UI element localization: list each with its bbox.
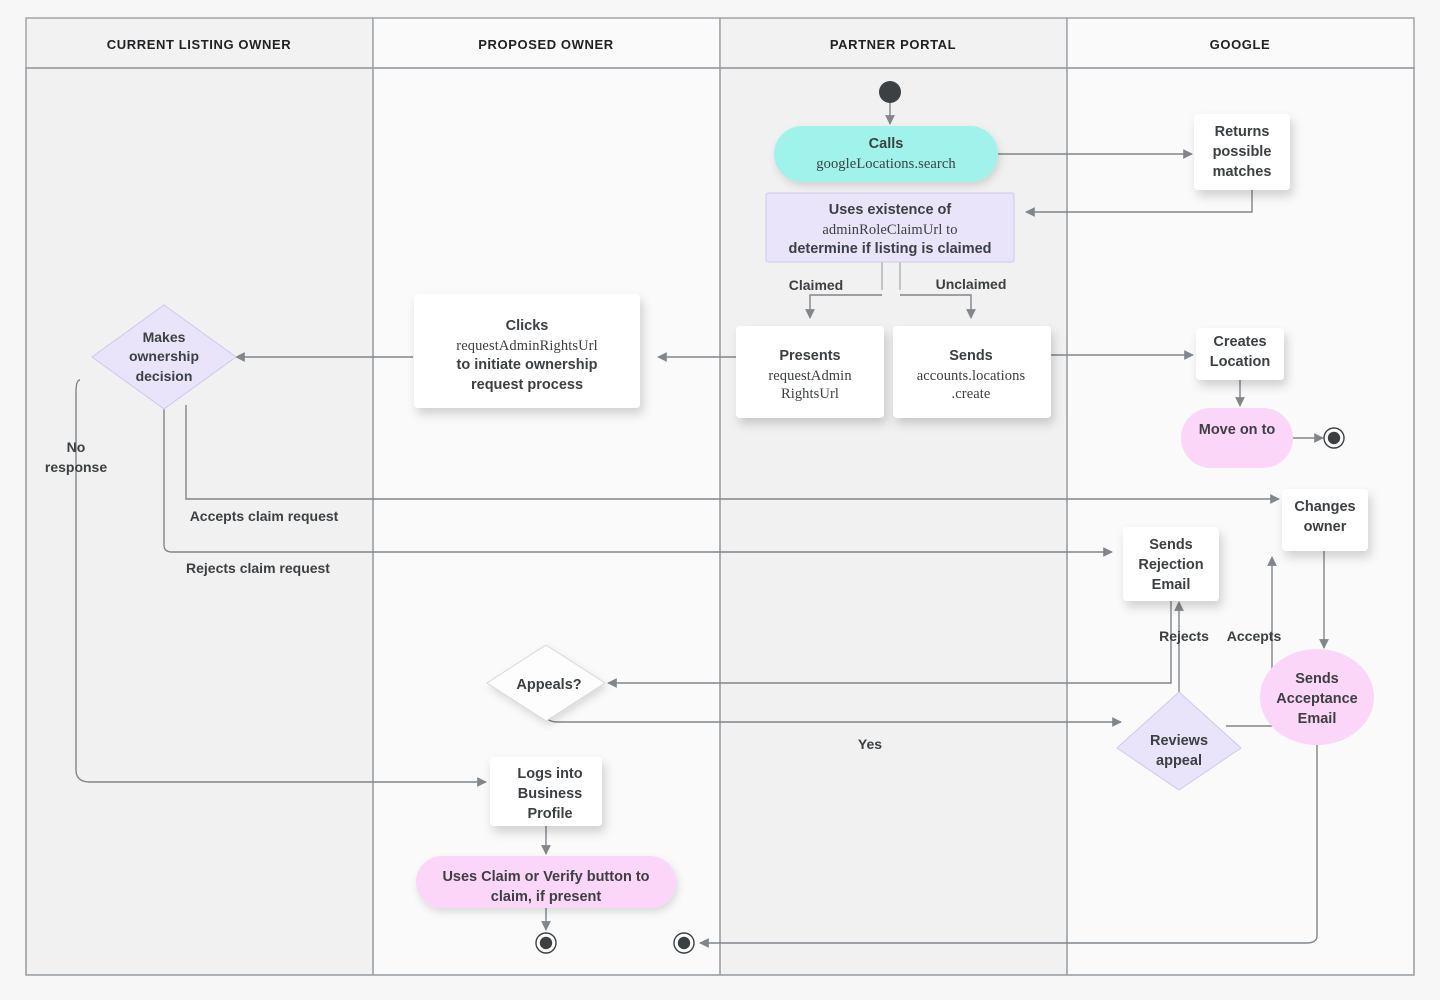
edge-decision-no-response xyxy=(75,379,487,787)
edge-acceptance-to-end xyxy=(699,734,1318,948)
node-changes-owner[interactable]: Changes owner xyxy=(1282,489,1368,551)
edge-label-rejects-claim: Rejects claim request xyxy=(186,560,330,576)
start-node[interactable] xyxy=(879,81,901,103)
edge-rejection-to-appeals xyxy=(607,600,1172,688)
lane-dividers xyxy=(25,67,1415,976)
node-makes-ownership-decision[interactable]: Makes ownership decision xyxy=(91,304,237,410)
node-line: RightsUrl xyxy=(781,386,839,402)
node-uses-claim-or-verify-button[interactable]: Uses Claim or Verify button to claim, if… xyxy=(416,856,676,908)
edge-label-rejects: Rejects xyxy=(1159,628,1209,644)
lane-header-current-listing-owner: CURRENT LISTING OWNER xyxy=(107,37,291,52)
node-line: matches xyxy=(1213,164,1272,180)
node-returns-possible-matches[interactable]: Returns possible matches xyxy=(1194,114,1290,190)
node-sends-acceptance-email[interactable]: Sends Acceptance Email xyxy=(1260,649,1374,745)
node-line: Uses existence of xyxy=(829,202,952,218)
edge-label-accepts-claim: Accepts claim request xyxy=(190,508,339,524)
lane-header-google: GOOGLE xyxy=(1210,37,1271,52)
edge-layer xyxy=(75,102,1329,948)
node-line: Appeals? xyxy=(516,677,581,693)
node-sends-rejection-email[interactable]: Sends Rejection Email xyxy=(1123,527,1219,601)
node-line: Move on to xyxy=(1199,422,1276,438)
node-line: ownership xyxy=(129,348,199,364)
node-line: .create xyxy=(952,386,991,402)
node-line: decision xyxy=(136,368,193,384)
node-line: Changes xyxy=(1294,499,1355,515)
node-logs-into-business-profile[interactable]: Logs into Business Profile xyxy=(490,757,602,826)
lane-backgrounds xyxy=(26,68,1414,975)
end-node-google[interactable] xyxy=(1323,427,1345,449)
node-line: Presents xyxy=(779,348,840,364)
node-uses-existence-admin-role-claim-url[interactable]: Uses existence of adminRoleClaimUrl to d… xyxy=(765,192,1015,263)
node-move-on-to[interactable]: Move on to xyxy=(1181,408,1293,468)
node-line: Profile xyxy=(527,806,572,822)
node-line: Reviews xyxy=(1150,733,1208,749)
node-creates-location[interactable]: Creates Location xyxy=(1196,328,1284,380)
node-clicks-request-admin-rights-url[interactable]: Clicks requestAdminRightsUrl to initiate… xyxy=(414,294,640,408)
node-line: Sends xyxy=(949,348,993,364)
edge-decision-rejects xyxy=(163,405,1113,557)
node-presents-request-admin-rights-url[interactable]: Presents requestAdmin RightsUrl xyxy=(736,326,884,418)
node-line: adminRoleClaimUrl to xyxy=(822,222,957,238)
node-line: Location xyxy=(1210,354,1270,370)
node-line: Rejection xyxy=(1138,557,1203,573)
node-appeals-decision[interactable]: Appeals? xyxy=(486,644,606,722)
node-line: Sends xyxy=(1149,537,1193,553)
node-line: Makes xyxy=(143,329,186,345)
edge-uses-to-sends-create xyxy=(900,294,976,319)
node-line: possible xyxy=(1213,144,1272,160)
lane-header-partner-portal: PARTNER PORTAL xyxy=(830,37,956,52)
end-node-partner-portal[interactable] xyxy=(673,932,695,954)
edge-label-accepts: Accepts xyxy=(1227,628,1282,644)
node-line: claim, if present xyxy=(491,889,602,905)
lane-header-row: CURRENT LISTING OWNER PROPOSED OWNER PAR… xyxy=(25,17,1415,69)
node-line: Creates xyxy=(1213,334,1266,350)
edge-label-yes: Yes xyxy=(858,736,882,752)
node-line: Returns xyxy=(1215,124,1270,140)
node-line: requestAdmin xyxy=(768,368,852,384)
edge-label-unclaimed: Unclaimed xyxy=(936,276,1007,292)
node-line: Calls xyxy=(869,136,904,152)
node-line: Uses Claim or Verify button to xyxy=(442,869,649,885)
node-sends-accounts-locations-create[interactable]: Sends accounts.locations .create xyxy=(893,326,1051,418)
edge-decision-accepts xyxy=(185,405,1280,504)
node-line: Clicks xyxy=(506,318,549,334)
edge-label-claimed: Claimed xyxy=(789,277,843,293)
lane-header-proposed-owner: PROPOSED OWNER xyxy=(478,37,614,52)
node-line: request process xyxy=(471,377,583,393)
edge-label-no-response-2: response xyxy=(45,459,107,475)
node-line: Email xyxy=(1152,577,1191,593)
node-line: determine if listing is claimed xyxy=(788,241,991,257)
node-line: accounts.locations xyxy=(917,368,1026,384)
node-line: Logs into xyxy=(517,766,582,782)
node-line: Email xyxy=(1298,711,1337,727)
node-line: Business xyxy=(518,786,582,802)
end-node-proposed-owner[interactable] xyxy=(535,932,557,954)
node-calls-google-locations-search[interactable]: Calls googleLocations.search xyxy=(774,126,998,182)
node-line: appeal xyxy=(1156,753,1202,769)
node-line: owner xyxy=(1304,519,1347,535)
node-line: Sends xyxy=(1295,671,1339,687)
node-line: Acceptance xyxy=(1276,691,1357,707)
edge-uses-to-presents xyxy=(805,294,882,319)
node-line: to initiate ownership xyxy=(457,357,598,373)
edge-label-layer: Claimed Unclaimed No response Accepts cl… xyxy=(45,276,1282,752)
node-reviews-appeal[interactable]: Reviews appeal xyxy=(1116,691,1242,791)
edge-returns-to-uses xyxy=(1025,184,1253,217)
node-line: requestAdminRightsUrl xyxy=(456,338,597,354)
edge-label-no-response-1: No xyxy=(67,439,86,455)
node-line: googleLocations.search xyxy=(816,156,956,172)
